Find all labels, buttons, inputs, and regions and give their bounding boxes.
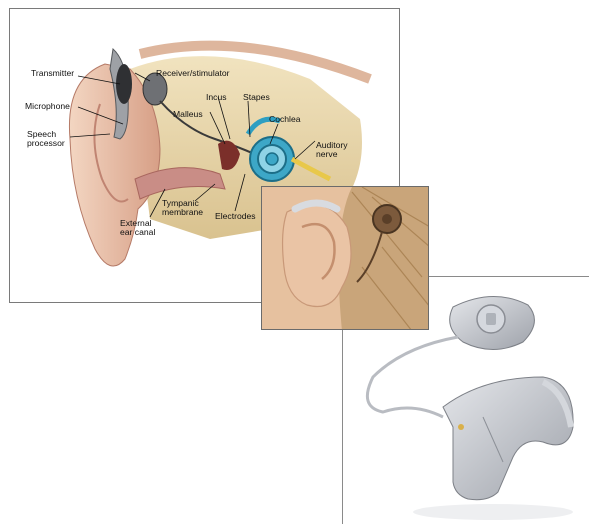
ear-implant-photo bbox=[262, 187, 429, 330]
label-microphone: Microphone bbox=[25, 102, 70, 111]
label-stapes: Stapes bbox=[243, 93, 270, 102]
label-speech-processor: Speech processor bbox=[27, 130, 65, 148]
label-tympanic-membrane: Tympanic membrane bbox=[162, 199, 203, 217]
label-electrodes: Electrodes bbox=[215, 212, 256, 221]
ear bbox=[283, 205, 351, 307]
label-cochlea: Cochlea bbox=[269, 115, 301, 124]
cable bbox=[367, 337, 458, 417]
label-incus: Incus bbox=[206, 93, 227, 102]
label-receiver-stimulator: Receiver/stimulator bbox=[156, 69, 230, 78]
label-auditory-nerve: Auditory nerve bbox=[316, 141, 348, 159]
label-malleus: Malleus bbox=[173, 110, 203, 119]
ear-implant-photo-panel bbox=[261, 186, 429, 330]
coil-headpiece bbox=[450, 296, 535, 349]
label-transmitter: Transmitter bbox=[31, 69, 74, 78]
label-external-ear-canal: External ear canal bbox=[120, 219, 155, 237]
sound-processor bbox=[443, 377, 573, 500]
